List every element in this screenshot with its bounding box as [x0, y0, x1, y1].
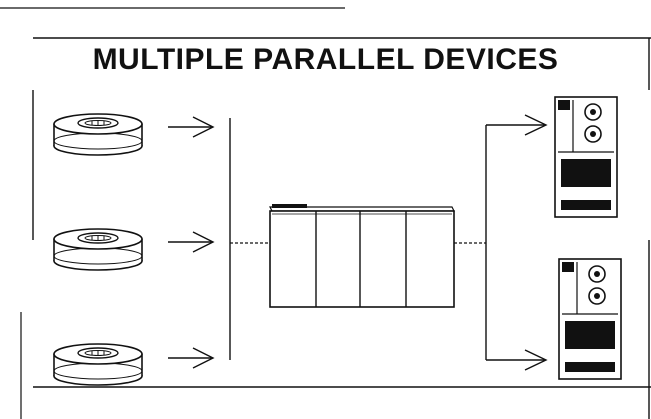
input-arrow-1	[168, 116, 215, 138]
controller-cabinet-icon	[269, 204, 455, 308]
output-arrow-2	[486, 349, 548, 371]
disk-cabinet-icon-2	[558, 258, 622, 380]
disk-cabinet-icon-1	[554, 96, 618, 218]
diagram-title: MULTIPLE PARALLEL DEVICES	[92, 43, 559, 76]
tape-reel-icon-3	[53, 343, 143, 386]
tape-reel-icon-2	[53, 228, 143, 271]
input-arrow-2	[168, 231, 215, 253]
input-arrow-3	[168, 347, 215, 369]
tape-reel-icon-1	[53, 113, 143, 156]
output-arrow-1	[486, 114, 548, 136]
